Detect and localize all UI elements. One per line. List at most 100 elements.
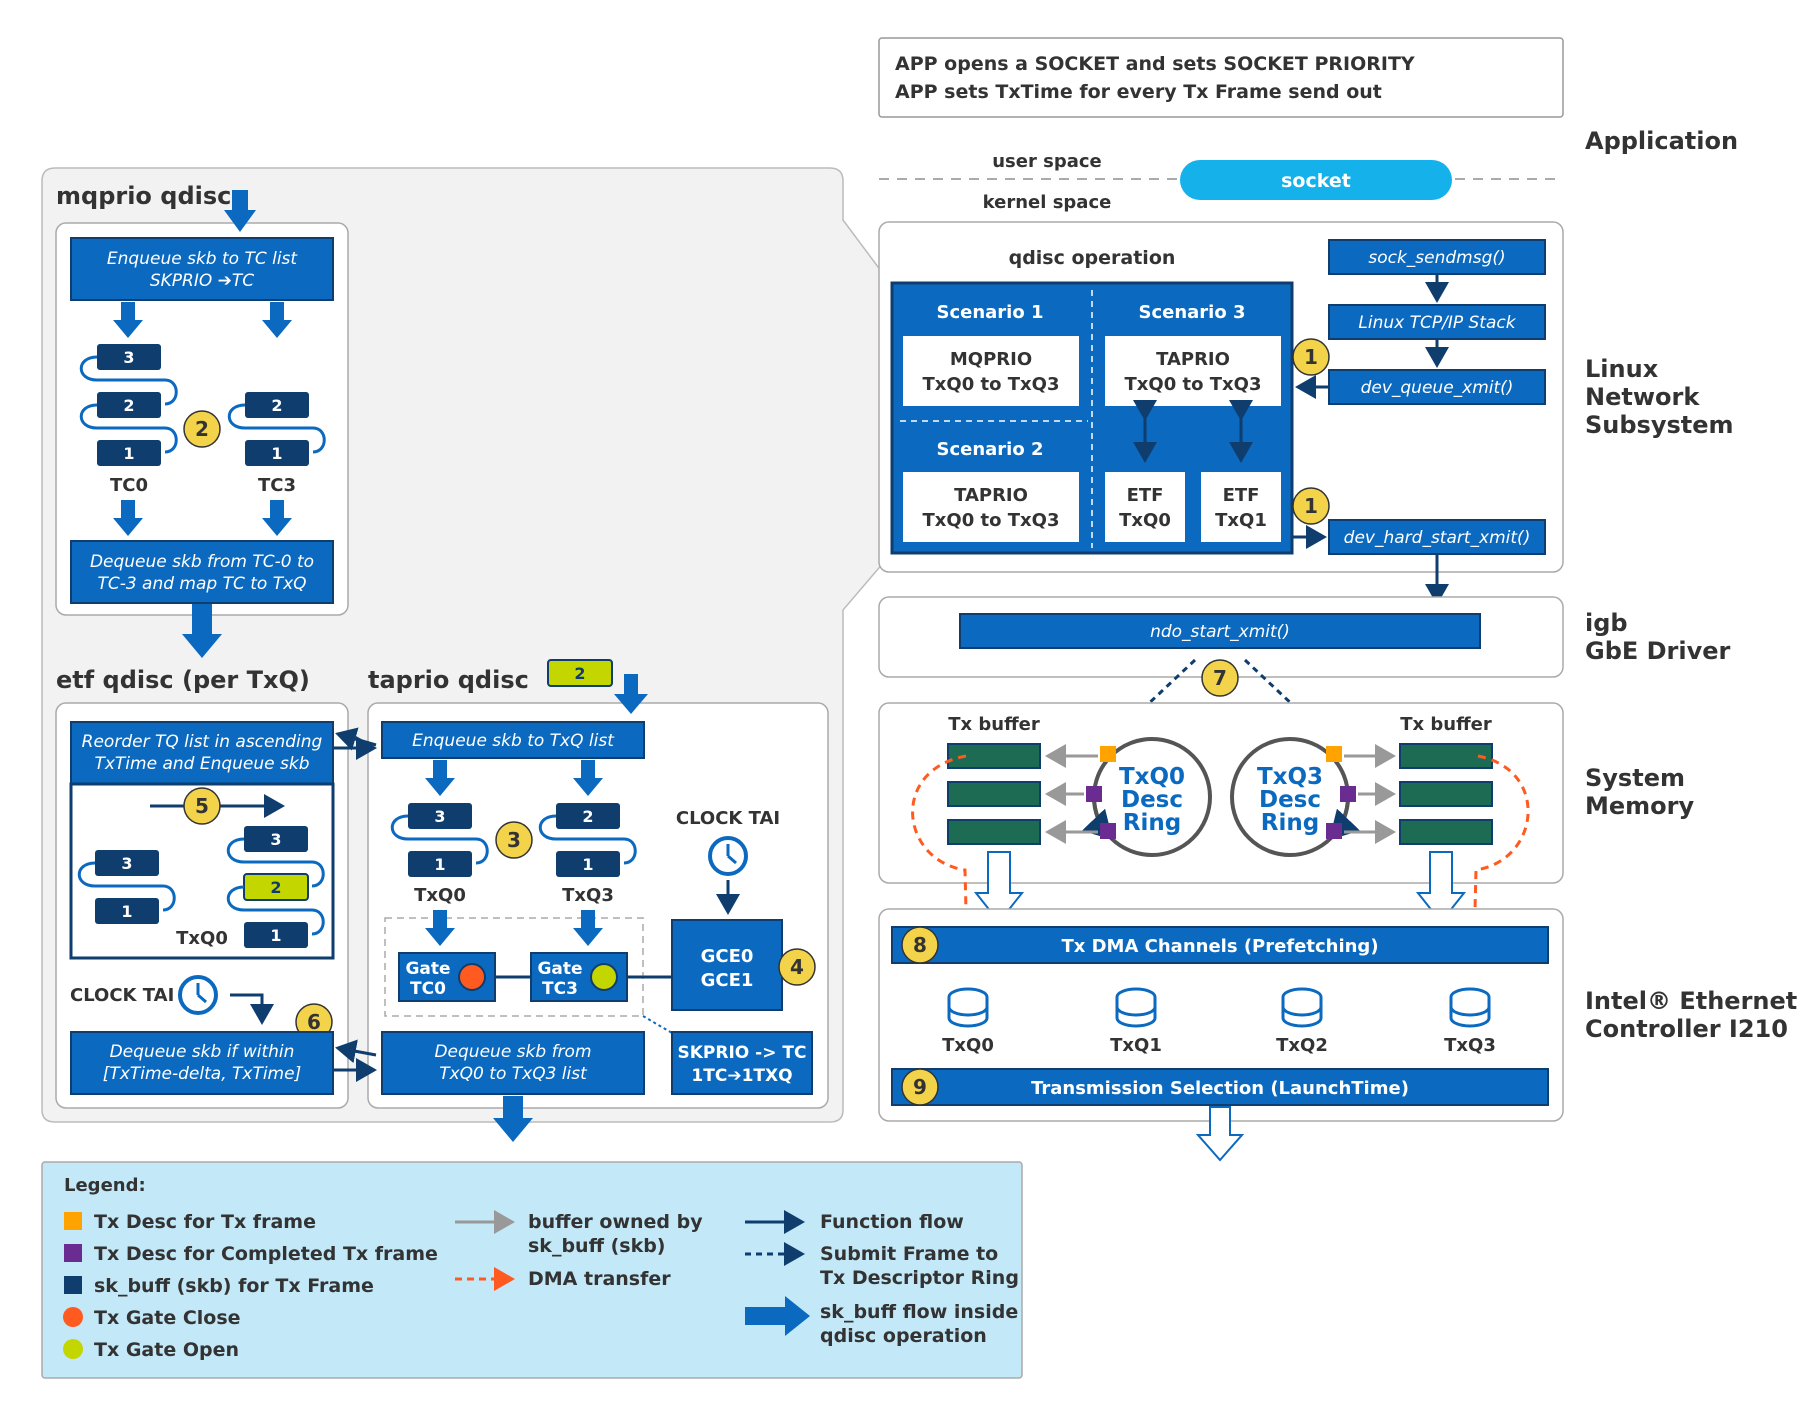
taprio-txq3-queue (538, 803, 637, 877)
txq3-ring-line3: Ring (1261, 810, 1319, 836)
mqprio-tc3-arrow (262, 302, 292, 338)
socket-label: socket (1281, 170, 1351, 192)
dma-path-left (911, 754, 980, 993)
tc0-skb-2: 2 (123, 396, 134, 415)
gate-tc0-line2: TC0 (410, 979, 446, 999)
gate-tc3-line2: TC3 (542, 979, 578, 999)
sc2-taprio-line1: TAPRIO (954, 485, 1028, 506)
taprio-txq0-label: TxQ0 (414, 885, 466, 906)
taprio-to-etf-dequeue-arrow (335, 1039, 377, 1064)
ndo-start-xmit-box (959, 613, 1481, 649)
step-badge-1a-label: 1 (1304, 345, 1318, 369)
hw-queue-label-0: TxQ0 (942, 1035, 994, 1056)
wire-out-arrow (1195, 1106, 1245, 1162)
dev-queue-xmit-label: dev_queue_xmit() (1361, 378, 1514, 398)
tc3-skb-2: 2 (271, 396, 282, 415)
hw-queue-label-3: TxQ3 (1444, 1035, 1496, 1056)
dma-channels-label: Tx DMA Channels (Prefetching) (1061, 936, 1378, 957)
txq3-desc-ring (1230, 737, 1361, 857)
taprio-incoming-skb (547, 659, 613, 687)
legend-skb-flow-line2: qdisc operation (820, 1325, 987, 1347)
gate-tc0 (398, 952, 496, 1002)
mqprio-down-arrow-left (113, 500, 143, 536)
mqprio-enqueue-line2: SKPRIO ➔TC (150, 271, 254, 291)
etf-after-skb-1: 1 (270, 926, 281, 945)
mqprio-title: mqprio qdisc (56, 182, 231, 210)
user-space-label: user space (992, 151, 1102, 172)
sc3-taprio-box (1105, 336, 1281, 406)
mqprio-down-arrow-right (262, 500, 292, 536)
layer-sysmem-1: System (1585, 764, 1685, 792)
layer-linux-1: Linux (1585, 355, 1659, 383)
tx-buffer-left-label: Tx buffer (948, 714, 1040, 735)
step-badge-7 (1201, 659, 1239, 697)
etf-before-skb-3: 3 (121, 854, 132, 873)
tc0-skb-1: 1 (123, 444, 134, 463)
txq3-ring-line2: Desc (1259, 787, 1321, 813)
hw-queue-txq2 (1281, 987, 1323, 1028)
submit-frame-arrow-right (1243, 658, 1331, 741)
etf-txq1-line2: TxQ1 (1215, 510, 1267, 531)
gate-close-indicator (458, 963, 486, 991)
etf-clock-icon (178, 975, 218, 1015)
taprio-txq3-skb-2: 2 (582, 807, 593, 826)
legend-ownership-line2: sk_buff (skb) (528, 1235, 666, 1257)
mqprio-enqueue-box (70, 237, 334, 301)
transmission-selection-label: Transmission Selection (LaunchTime) (1031, 1078, 1409, 1099)
skprio-map-line1: SKPRIO -> TC (678, 1043, 807, 1063)
gate-open-indicator (590, 963, 618, 991)
mqprio-dequeue-box (70, 540, 334, 604)
step-badge-5-label: 5 (195, 794, 209, 818)
sc1-mqprio-line1: MQPRIO (950, 349, 1032, 370)
step-badge-2a (183, 410, 221, 448)
etf-dequeue-line1: Dequeue skb if within (110, 1042, 295, 1062)
gce-box (671, 919, 783, 1011)
taprio-dequeue-line2: TxQ0 to TxQ3 list (439, 1064, 588, 1084)
txq0-desc-ring (1081, 737, 1212, 857)
layer-application: Application (1585, 127, 1738, 155)
step-badge-5 (183, 787, 221, 825)
legend-skb-swatch (64, 1276, 82, 1294)
tx-buffer-left (947, 743, 1041, 845)
taprio-txq0-in-arrow (425, 760, 455, 796)
step-badge-1a (1292, 338, 1330, 376)
taprio-out-arrow (493, 1096, 533, 1142)
etf-txq1-box (1201, 472, 1281, 542)
taprio-enqueue-box (381, 721, 645, 759)
legend-submit-frame-line1: Submit Frame to (820, 1243, 998, 1265)
sc2-taprio-box (903, 472, 1079, 542)
tc3-label: TC3 (258, 475, 296, 496)
taprio-txq0-queue (390, 803, 489, 877)
etf-dequeue-line2: [TxTime-delta, TxTime] (103, 1064, 301, 1084)
tc3-skb-1: 1 (271, 444, 282, 463)
taprio-txq3-label: TxQ3 (562, 885, 614, 906)
gate-group (384, 917, 644, 1017)
mqprio-dequeue-line1: Dequeue skb from TC-0 to (90, 552, 314, 572)
legend-skb-flow-arrow (745, 1296, 810, 1336)
dev-hard-start-xmit-label: dev_hard_start_xmit() (1344, 528, 1531, 548)
buffer-to-dma-arrow-left (973, 851, 1025, 924)
tcpip-stack-box (1328, 304, 1546, 340)
taprio-clock-icon (708, 836, 748, 876)
step-badge-9 (901, 1068, 939, 1106)
legend-gate-close: Tx Gate Close (94, 1307, 241, 1329)
taprio-txq3-in-arrow (573, 760, 603, 796)
etf-queue-after (226, 826, 325, 948)
hw-queue-txq0 (947, 987, 989, 1028)
app-box (878, 37, 1564, 118)
taprio-dequeue-box (381, 1031, 645, 1095)
gce0-label: GCE0 (701, 946, 754, 967)
etf-txq0-line1: ETF (1127, 485, 1164, 506)
tcpip-stack-label: Linux TCP/IP Stack (1358, 313, 1516, 333)
kernel-space-label: kernel space (983, 192, 1112, 213)
mqprio-in-arrow (224, 190, 256, 232)
txq0-ring-line3: Ring (1123, 810, 1181, 836)
legend-function-flow: Function flow (820, 1211, 964, 1233)
etf-clock-label: CLOCK TAI (70, 985, 174, 1006)
step-badge-1b (1292, 487, 1330, 525)
step-badge-8 (901, 926, 939, 964)
qdisc-operation-title: qdisc operation (1009, 247, 1176, 269)
gate-tc3-in-arrow (573, 910, 603, 946)
txq0-ring-line2: Desc (1121, 787, 1183, 813)
tc0-skb-3: 3 (123, 348, 134, 367)
